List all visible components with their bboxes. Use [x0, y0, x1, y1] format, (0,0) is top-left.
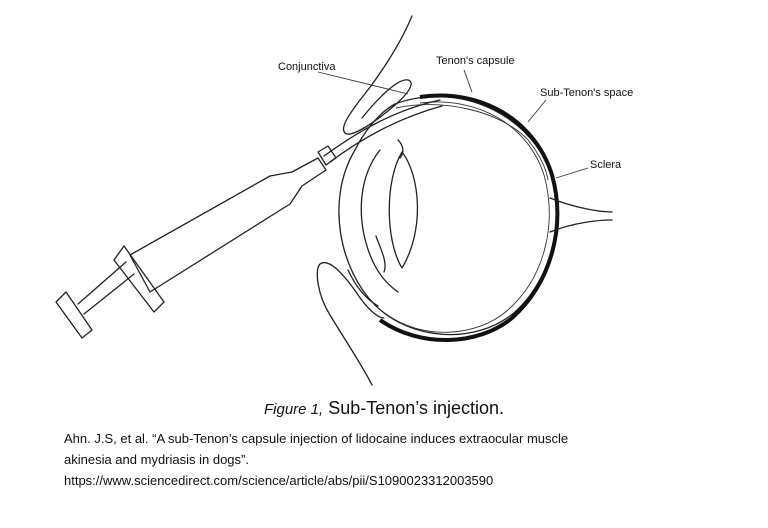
- ciliary-body-upper: [397, 139, 404, 159]
- sclera-label: Sclera: [590, 159, 622, 171]
- tenons-capsule-layer: [378, 93, 560, 342]
- cornea: [360, 149, 399, 293]
- upper-eyelid: [342, 15, 413, 135]
- sub-tenons-space-label: Sub-Tenon's space: [540, 87, 633, 99]
- ciliary-body-lower: [375, 235, 386, 273]
- lower-eyelid: [316, 262, 385, 386]
- tenons-capsule-leader-line: [463, 69, 473, 93]
- reference-block: Ahn. J.S, et al. “A sub-Tenon’s capsule …: [64, 428, 744, 491]
- citation-line-1: Ahn. J.S, et al. “A sub-Tenon’s capsule …: [64, 431, 569, 446]
- sclera-leader-line: [555, 167, 589, 179]
- syringe-flange: [113, 245, 165, 313]
- syringe-barrel: [129, 157, 327, 293]
- sub-tenons-space: [395, 104, 549, 181]
- figure-number: Figure 1,: [264, 401, 324, 418]
- tenons-capsule-label: Tenon's capsule: [436, 55, 515, 67]
- sclera-layer: [385, 101, 550, 333]
- figure-caption: Figure 1, Sub-Tenon’s injection.: [0, 398, 768, 419]
- figure-title: Sub-Tenon’s injection.: [328, 398, 504, 418]
- conjunctiva-leader-line: [317, 71, 409, 95]
- plunger-thumb-pad: [55, 291, 93, 339]
- cannula: [323, 99, 443, 163]
- conjunctiva-label: Conjunctiva: [278, 61, 336, 73]
- citation-line-2: akinesia and mydriasis in dogs”.: [64, 452, 249, 467]
- lens: [388, 151, 419, 269]
- eye-injection-diagram: Conjunctiva Tenon's capsule Sub-Tenon's …: [55, 15, 633, 386]
- reference-url[interactable]: https://www.sciencedirect.com/science/ar…: [64, 473, 494, 488]
- eyeball: [338, 96, 558, 336]
- sub-tenons-space-leader-line: [527, 99, 547, 123]
- syringe-hub: [317, 145, 337, 166]
- plunger-rod: [77, 261, 135, 315]
- optic-nerve: [549, 197, 613, 233]
